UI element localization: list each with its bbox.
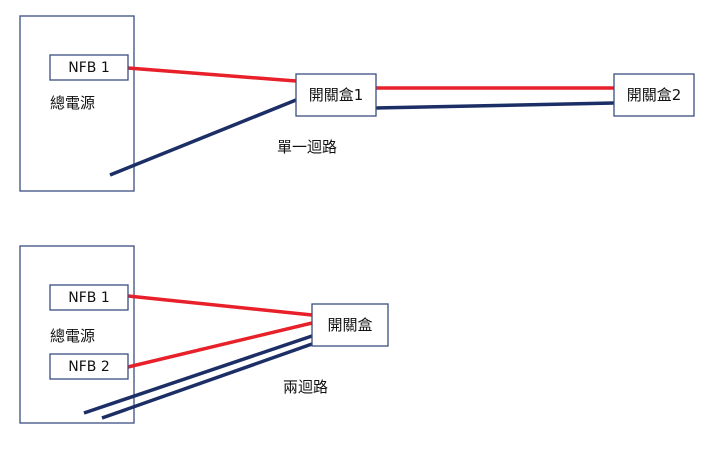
breaker-nfb2-label: NFB 2 — [68, 359, 110, 375]
breaker-nfb1-2-label: NFB 1 — [68, 290, 110, 306]
main-power-panel — [19, 15, 135, 192]
live-wire-nfb2-to-box — [127, 321, 313, 369]
live-wire-nfb1-to-box — [127, 294, 313, 317]
neutral-wire-box1-to-box2 — [375, 101, 615, 110]
single-circuit-diagram: NFB 1 總電源 開關盒1 開關盒2 單一迴路 — [19, 15, 695, 192]
switch-box-2-label: 開關盒2 — [627, 86, 682, 104]
main-power-panel-2 — [19, 245, 135, 424]
switch-box-2 — [613, 73, 695, 117]
two-circuit-caption: 兩迴路 — [283, 378, 328, 396]
neutral-wire-1-to-box — [83, 334, 313, 415]
two-circuit-diagram: NFB 1 總電源 NFB 2 開關盒 兩迴路 — [19, 245, 389, 424]
neutral-wire-to-box1 — [109, 98, 297, 177]
main-power-label: 總電源 — [50, 94, 95, 112]
breaker-nfb2 — [49, 353, 129, 380]
breaker-nfb1-2 — [49, 284, 129, 311]
breaker-nfb1 — [49, 54, 129, 81]
switch-box — [311, 303, 389, 347]
switch-box-1-label: 開關盒1 — [309, 86, 364, 104]
live-wire-nfb1-to-box1 — [127, 66, 297, 83]
single-circuit-caption: 單一迴路 — [277, 138, 337, 156]
switch-box-1 — [295, 73, 377, 117]
neutral-wire-2-to-box — [101, 342, 313, 420]
main-power-label-2: 總電源 — [50, 327, 95, 345]
switch-box-label: 開關盒 — [327, 316, 372, 334]
breaker-nfb1-label: NFB 1 — [68, 60, 110, 76]
